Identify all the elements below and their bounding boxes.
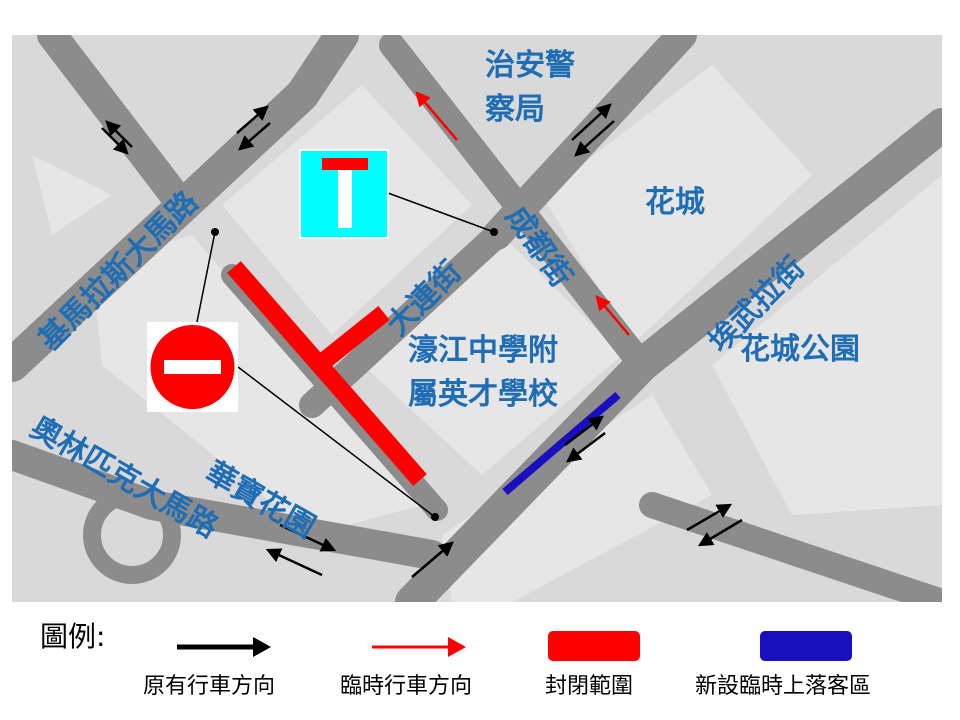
legend-label-drop-off-zone: 新設臨時上落客區: [695, 674, 872, 699]
road-southeast: [639, 492, 942, 602]
road-northwest: [37, 35, 197, 220]
road-dalian-street: [299, 222, 510, 418]
no-entry-sign: [147, 322, 238, 412]
roads: [12, 35, 942, 602]
legend-black-arrow: [177, 637, 271, 657]
road-police-street: [482, 35, 697, 250]
legend-blue-box: [760, 631, 852, 661]
city-blocks: [32, 65, 942, 602]
label-police-line2: 察局: [485, 92, 545, 127]
legend-red-arrow: [372, 637, 466, 657]
legend-red-box: [548, 631, 640, 661]
temporary-direction-arrows: [415, 91, 630, 336]
callout-dots: [211, 228, 498, 521]
road-guimaraes-avenue: [12, 35, 359, 382]
road-network: [12, 35, 942, 602]
label-school-line1: 濠江中學附: [408, 333, 558, 368]
legend-title: 圖例:: [40, 620, 106, 653]
legend-label-original-direction: 原有行車方向: [143, 674, 276, 699]
temporary-drop-off-zone: [502, 391, 621, 496]
closed-area: [227, 261, 427, 486]
legend-label-closed-area: 封閉範圍: [545, 674, 634, 699]
legend-label-temporary-direction: 臨時行車方向: [340, 674, 473, 699]
roundabout: [83, 486, 181, 584]
label-school-line2: 屬英才學校: [408, 377, 558, 412]
dead-end-sign: [299, 149, 389, 239]
sign-callouts: [196, 192, 495, 518]
road-evora-street: [395, 108, 942, 602]
label-flower-city: 花城: [645, 185, 705, 220]
label-flower-city-park: 花城公園: [740, 332, 860, 367]
label-police-line1: 治安警: [485, 48, 575, 83]
original-direction-arrows: [101, 103, 743, 578]
map: 治安警 察局 花城 花城公園 濠江中學附 屬英才學校 華寶花園 奧林匹克大馬路 …: [12, 35, 942, 602]
